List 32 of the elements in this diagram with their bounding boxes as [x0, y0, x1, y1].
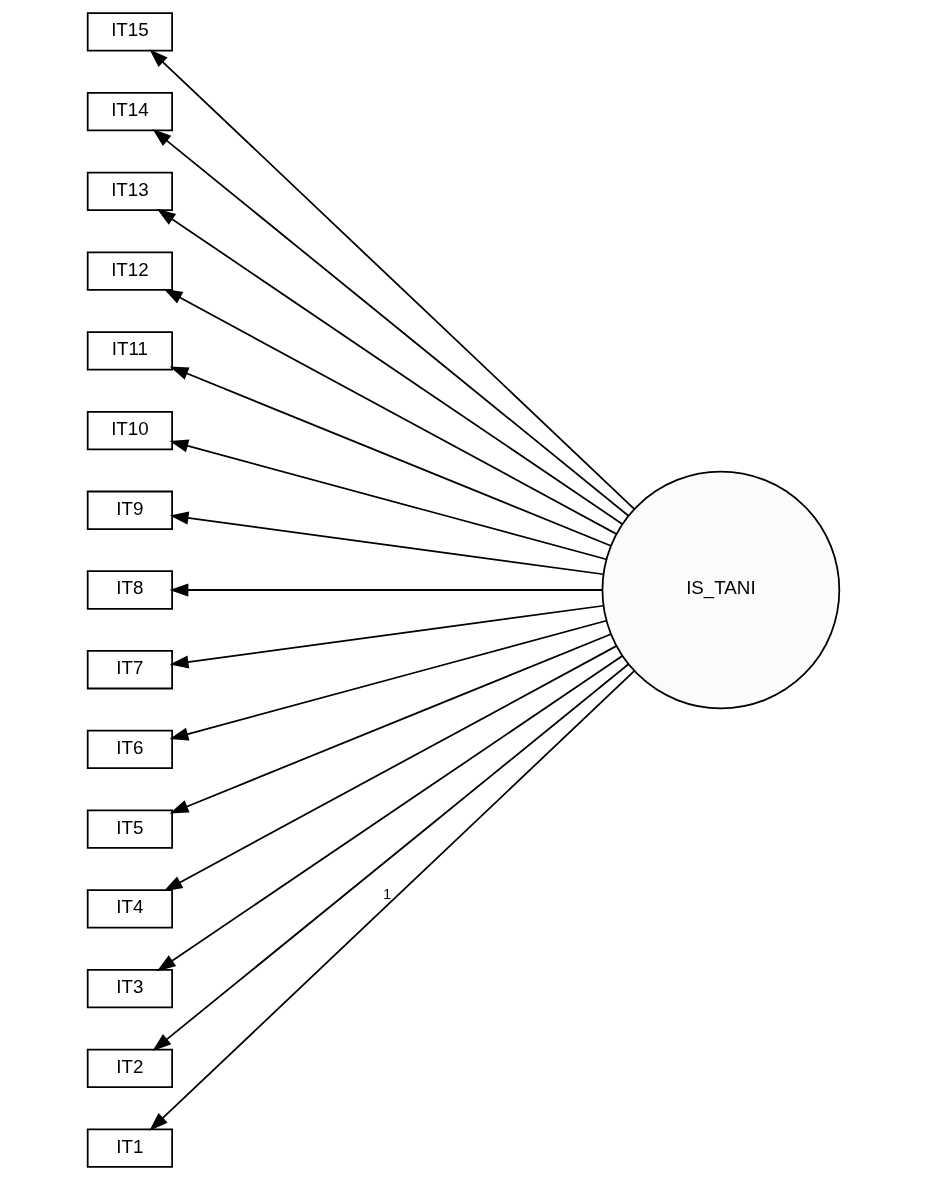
arrow — [163, 288, 617, 535]
node-box: IT12 — [86, 251, 173, 291]
arrow — [169, 583, 603, 597]
node-circle: IS_TANI — [601, 470, 840, 710]
arrow — [169, 366, 612, 547]
node-box: IT1 — [86, 1128, 173, 1168]
arrow — [148, 49, 635, 510]
arrow — [169, 439, 607, 561]
arrow — [152, 129, 629, 517]
node-box: IT8 — [86, 570, 173, 610]
edge-label: 1 — [382, 886, 391, 903]
node-box: IT13 — [86, 171, 173, 211]
node-box: IT10 — [86, 410, 173, 451]
node-box: IT11 — [86, 331, 173, 371]
arrow — [169, 604, 604, 669]
node-box: IT3 — [86, 969, 173, 1009]
node-box: IT9 — [86, 490, 173, 530]
node-box: IT14 — [86, 91, 173, 132]
node-box: IT5 — [86, 809, 173, 849]
arrow — [163, 645, 617, 892]
node-box: IT15 — [86, 12, 173, 52]
arrow — [148, 670, 635, 1131]
arrow — [152, 663, 629, 1051]
arrow — [169, 633, 612, 814]
node-box: IT7 — [86, 650, 173, 690]
arrow — [169, 511, 604, 576]
node-box: IT6 — [86, 729, 173, 770]
node-box: IT4 — [86, 889, 173, 929]
node-box: IT2 — [86, 1048, 173, 1089]
arrow — [156, 655, 623, 972]
arrow — [156, 208, 623, 525]
arrow — [169, 619, 607, 741]
